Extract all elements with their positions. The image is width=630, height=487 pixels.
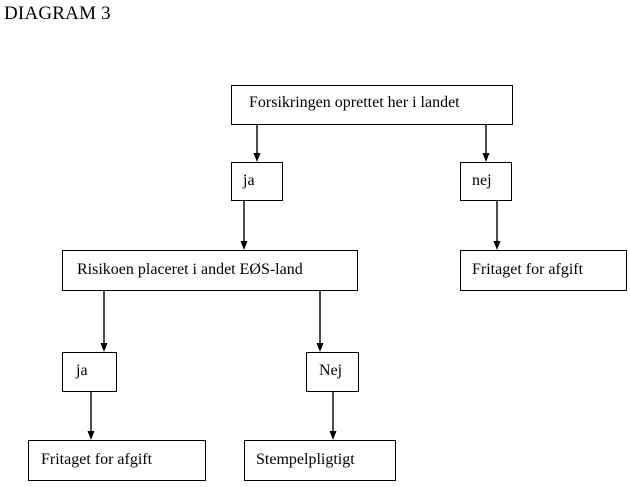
arrow-ja1-risiko bbox=[240, 201, 248, 250]
node-ja-1-label: ja bbox=[243, 172, 255, 189]
node-ja-2: ja bbox=[62, 352, 117, 392]
node-nej-1: nej bbox=[460, 162, 512, 201]
node-stempelpligtigt-label: Stempelpligtigt bbox=[256, 451, 355, 468]
node-risiko: Risikoen placeret i andet EØS-land bbox=[62, 250, 358, 291]
node-ja-2-label: ja bbox=[76, 362, 88, 379]
node-fritaget-2: Fritaget for afgift bbox=[28, 440, 206, 481]
node-fritaget-1-label: Fritaget for afgift bbox=[472, 261, 584, 278]
arrow-nej1-fritaget1 bbox=[493, 201, 501, 250]
node-stempelpligtigt: Stempelpligtigt bbox=[244, 440, 396, 481]
arrow-ja2-fritaget2 bbox=[87, 392, 95, 440]
node-ja-1: ja bbox=[231, 162, 283, 201]
node-fritaget-2-label: Fritaget for afgift bbox=[41, 451, 153, 468]
node-forsikring-label: Forsikringen oprettet her i landet bbox=[249, 94, 460, 111]
arrow-risiko-nej2 bbox=[316, 291, 324, 352]
node-forsikring: Forsikringen oprettet her i landet bbox=[231, 85, 513, 125]
node-risiko-label: Risikoen placeret i andet EØS-land bbox=[77, 261, 303, 278]
node-nej-1-label: nej bbox=[472, 172, 492, 189]
node-nej-2-label: Nej bbox=[319, 362, 343, 379]
diagram-title: DIAGRAM 3 bbox=[4, 3, 111, 24]
arrow-forsikring-nej1 bbox=[482, 125, 490, 162]
arrow-nej2-stempel bbox=[329, 392, 337, 440]
arrow-risiko-ja2 bbox=[100, 291, 108, 352]
node-nej-2: Nej bbox=[306, 352, 359, 392]
node-fritaget-1: Fritaget for afgift bbox=[460, 250, 627, 291]
arrow-forsikring-ja1 bbox=[253, 125, 261, 162]
